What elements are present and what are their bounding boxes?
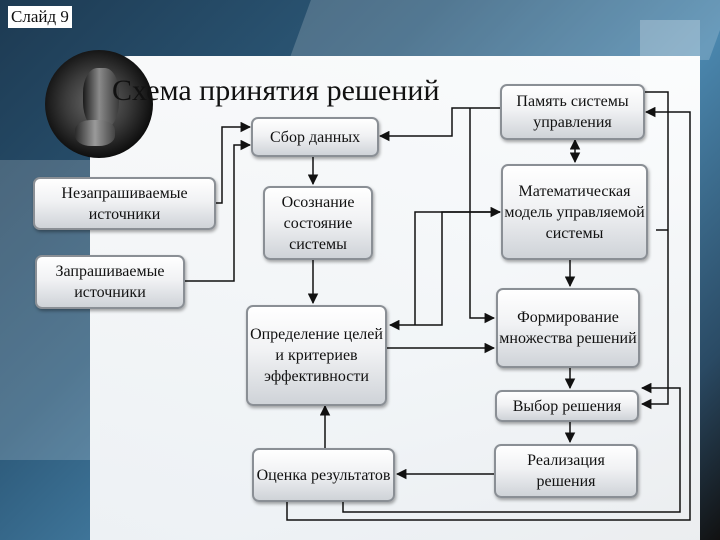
arrow-bottom-loop: [286, 498, 691, 521]
arrow-right-loop-model: [644, 106, 691, 498]
arrow-solicited-to-data: [184, 139, 252, 282]
node-math-model: Математическая модель управляемой систем…: [501, 164, 648, 260]
arrow-bottom-loop-2: [342, 382, 681, 513]
node-solicited-sources: Запрашиваемые источники: [35, 255, 185, 309]
arrow-model-to-goals: [388, 211, 500, 331]
node-results-evaluation: Оценка результатов: [252, 448, 395, 502]
node-control-memory: Память системы управления: [500, 84, 645, 140]
node-data-collection: Сбор данных: [251, 117, 379, 157]
node-solution-set: Формирование множества решений: [496, 288, 640, 368]
arrow-right-loop-choice: [640, 91, 669, 410]
arrow-memory-to-data: [378, 107, 500, 142]
arrow-goals-to-model: [414, 206, 502, 325]
node-system-state-awareness: Осознание состояние системы: [263, 186, 373, 260]
arrow-memory-to-set: [469, 108, 496, 324]
node-solution-choice: Выбор решения: [495, 390, 639, 422]
arrow-unsolicited-to-data: [214, 121, 252, 204]
thinker-portrait-image: [45, 50, 153, 158]
node-implementation: Реализация решения: [494, 444, 638, 498]
node-goals-criteria: Определение целей и критериев эффективно…: [246, 305, 387, 406]
node-unsolicited-sources: Незапрашиваемые источники: [33, 177, 216, 230]
slide-title: Схема принятия решений: [112, 74, 440, 107]
slide-number: Слайд 9: [8, 6, 72, 28]
